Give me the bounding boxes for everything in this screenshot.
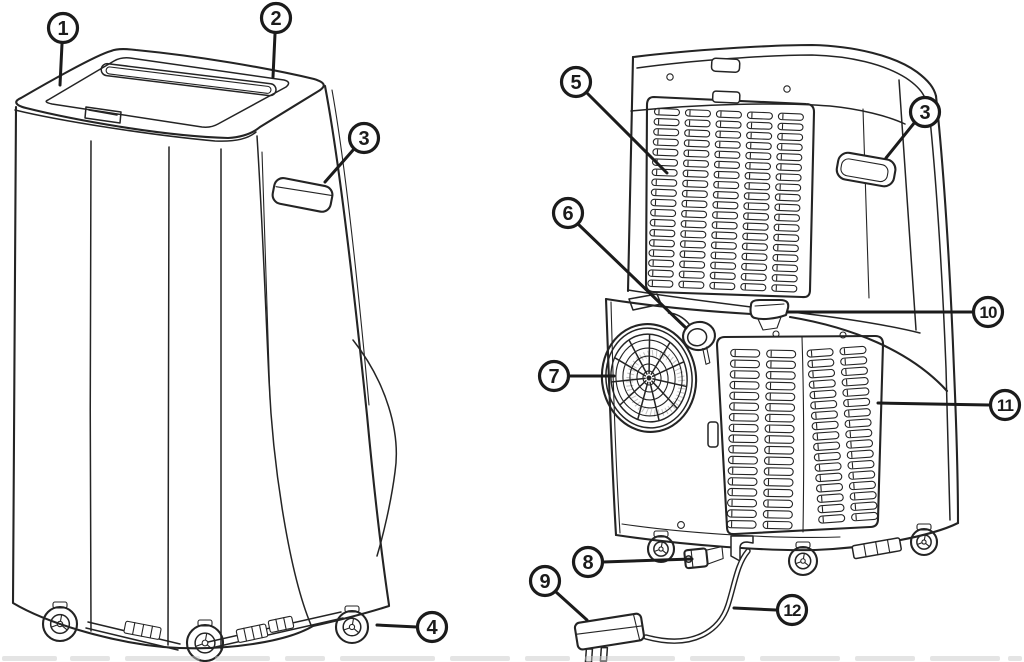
front-panel-seams [89,140,271,650]
caster-wheel [41,601,79,643]
callout-3-rear: 3 [884,95,942,160]
rear-view-unit [573,43,960,662]
power-plug [573,612,645,662]
top-air-outlet [100,62,277,97]
top-panel [45,57,290,128]
lower-section-top [604,297,949,393]
side-contour-arc [352,339,398,557]
rear-left-edge-lower [604,297,618,537]
front-view-unit [11,47,398,662]
callout-circle [347,121,381,155]
scan-artifact-strip [2,656,1022,661]
callout-leader-line [554,590,589,622]
callout-3-front: 3 [323,121,381,184]
callout-9-rear: 9 [528,564,589,622]
caster-wheel [334,605,370,645]
filter-latch [749,298,790,331]
callout-circle [551,196,585,230]
base-bracket [851,537,902,560]
callout-circle [259,1,293,35]
cord-hook [730,535,754,562]
callout-circle [559,65,593,99]
casters-front [41,601,370,662]
base-frame [85,611,344,651]
casters-rear [646,523,939,577]
callout-8-rear: 8 [571,545,694,579]
callout-leader-line [323,147,356,184]
rear-handle-recess [835,151,897,188]
callout-leader-line [58,42,64,87]
callout-number: 4 [426,617,438,639]
drain-outlet [683,545,724,570]
callout-5-rear: 5 [559,65,669,175]
caster-wheel [787,541,819,577]
callout-4-front: 4 [375,610,449,644]
callout-12-rear: 12 [732,593,809,627]
callout-circle [775,593,809,627]
callout-7-rear: 7 [537,359,616,393]
callout-leader-line [732,606,778,612]
screw-hole [666,73,674,81]
callout-number: 5 [570,72,581,94]
callout-number: 7 [548,366,559,388]
callout-leader-line [584,90,669,175]
callout-leader-line [271,32,277,79]
side-far-edge [323,84,391,607]
callout-1-front: 1 [46,11,80,87]
callout-number: 10 [979,303,997,322]
callout-circle [971,295,1005,329]
body-outline [11,105,391,650]
caster-wheel [185,619,225,662]
callout-leader-line [601,557,694,564]
callout-number: 3 [358,128,369,150]
callout-leader-line [884,120,917,160]
callout-10-rear: 10 [786,295,1005,329]
callout-number: 6 [562,203,573,225]
callout-circle [571,545,605,579]
top-rim [15,47,325,140]
callout-circle [528,564,562,598]
callout-circle [415,610,449,644]
rear-top-edge [631,43,938,98]
vent-notch [628,293,662,311]
callout-number: 12 [783,601,801,620]
callout-circle [537,359,571,393]
screw-hole [783,85,791,93]
rim-notch [84,106,122,124]
callout-6-rear: 6 [551,196,688,330]
callout-2-front: 2 [259,1,293,79]
callout-number: 3 [919,102,930,124]
callout-number: 2 [270,8,281,30]
power-cord [643,548,751,644]
lower-side-grille [707,334,885,536]
callout-circle [908,95,942,129]
callout-number: 9 [539,571,550,593]
upper-filter-grille [644,90,816,299]
rear-right-edge [934,94,960,525]
top-tab [710,57,741,73]
caster-wheel [909,523,939,557]
side-handle-recess [271,177,334,213]
callout-leader-line [576,222,688,330]
front-side-corner-seam [256,135,312,626]
caster-wheel [646,530,676,564]
callout-leader-line [375,623,419,629]
callout-number: 11 [997,396,1014,415]
callout-circle [46,11,80,45]
callout-number: 1 [57,18,68,40]
rear-left-edge-upper [626,55,635,293]
callout-11-rear: 11 [876,388,1022,422]
callout-circle [988,388,1022,422]
callout-leader-line [876,401,991,407]
callout-number: 8 [582,552,593,574]
